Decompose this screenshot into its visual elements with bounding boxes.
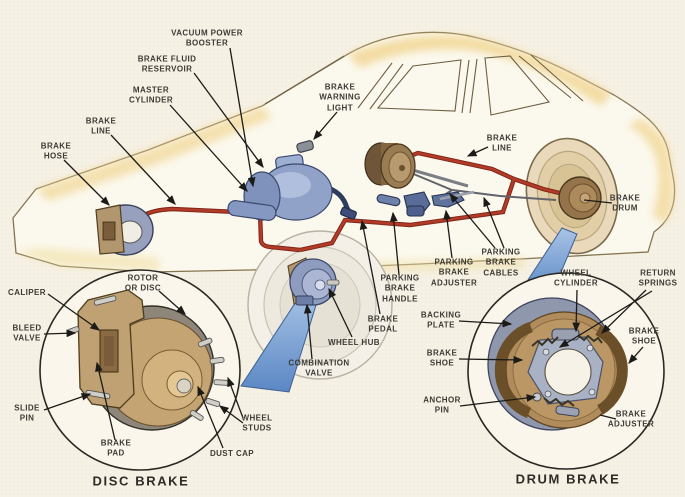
dust-cap-part (176, 378, 192, 394)
brake-shoe-right-part (595, 325, 628, 415)
brake-adjuster-part (555, 405, 580, 417)
rear-brake-drum (558, 176, 602, 220)
brake-pad-part (104, 336, 114, 366)
wheel-hub-assembly (287, 257, 340, 306)
brake-shoe-left-part (494, 321, 534, 419)
leader-arrows (43, 47, 653, 449)
wheel-studs-parts (189, 337, 229, 421)
disc-brake-cutaway (67, 289, 229, 431)
combination-valve-part (295, 295, 314, 306)
left-rear-brake-drum (364, 142, 416, 189)
return-springs-parts (531, 334, 603, 407)
car-windows (264, 54, 584, 116)
slide-pin-upper (93, 295, 117, 306)
vacuum-booster-assembly (227, 140, 357, 221)
car-body (12, 31, 676, 273)
slide-pin-lower (85, 389, 111, 400)
brake-warning-light-switch (296, 140, 314, 153)
front-left-brake-assembly (95, 204, 154, 256)
